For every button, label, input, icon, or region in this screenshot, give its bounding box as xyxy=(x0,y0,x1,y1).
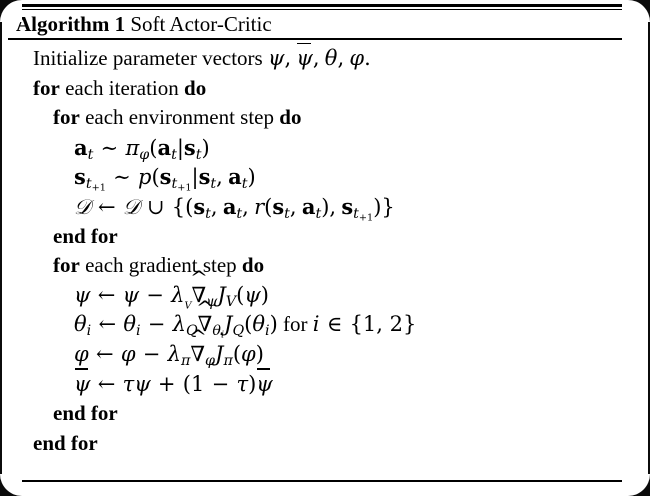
for-env-step-text: each environment step xyxy=(85,105,275,130)
line-update-phi: φ ← φ − λπ∇φJπ(φ) xyxy=(8,340,622,370)
keyword-for: for xyxy=(53,253,80,278)
algorithm-top-rule xyxy=(8,4,622,7)
for-i-in-label: for xyxy=(283,312,308,337)
line-replay-buffer: 𝒟 ← 𝒟 ∪ {(st, at, r(st, at), st+1)} xyxy=(74,193,395,224)
line-end-for-iteration: end for xyxy=(8,429,622,459)
keyword-for: for xyxy=(33,75,60,100)
algorithm-bottom-rule xyxy=(8,480,622,482)
algorithm-title-keyword: Algorithm 1 xyxy=(16,12,126,36)
keyword-end-for: end for xyxy=(33,430,98,455)
line-sample-action: at ∼ πφ(at|st) xyxy=(74,134,210,163)
line-update-psi: ψ ← ψ − λV∇ψJV(ψ) xyxy=(8,281,622,312)
line-update-theta: θi ← θi − λQ∇θiJQ(θi) for i ∈ {1, 2} xyxy=(8,310,622,341)
for-iteration-text: each iteration xyxy=(65,75,179,100)
symbol-theta: θ xyxy=(324,46,338,70)
keyword-do: do xyxy=(184,75,207,100)
keyword-end-for: end for xyxy=(53,401,118,426)
algorithm-top-rule-thin xyxy=(8,9,622,10)
line-end-for-gradient: end for xyxy=(8,399,622,429)
line-for-env-step: for each environment step do xyxy=(8,103,622,133)
symbol-phi: φ xyxy=(349,46,365,70)
algorithm-content: Algorithm 1 Soft Actor-Critic Initialize… xyxy=(8,0,622,496)
algorithm-header-rule xyxy=(8,38,622,40)
line-sample-state: st+1 ∼ p(st+1|st, at) xyxy=(74,164,256,195)
line-for-iteration: for each iteration do xyxy=(8,74,622,104)
keyword-end-for: end for xyxy=(53,223,118,248)
for-gradient-step-text: each gradient step xyxy=(85,253,237,278)
symbol-psi: ψ xyxy=(267,46,285,70)
initialize-text: Initialize parameter vectors xyxy=(33,46,263,70)
keyword-do: do xyxy=(279,105,302,130)
corner-mask-bottom-right xyxy=(628,474,650,496)
corner-mask-top-right xyxy=(628,0,650,22)
symbol-script-d: 𝒟 xyxy=(74,194,91,219)
algorithm-title: Algorithm 1 Soft Actor-Critic xyxy=(16,12,272,36)
symbol-psi-bar: ψ xyxy=(296,42,313,74)
keyword-do: do xyxy=(241,253,265,278)
line-initialize: Initialize parameter vectors ψ, ψ, θ, φ. xyxy=(8,42,622,74)
algorithm-lines: Initialize parameter vectors ψ, ψ, θ, φ.… xyxy=(8,42,622,459)
line-update-target: ψ ← τψ + (1 − τ)ψ xyxy=(8,368,622,400)
algorithm-title-text: Soft Actor-Critic xyxy=(130,12,272,36)
set-one-two: {1, 2} xyxy=(349,312,417,337)
container-left-edge xyxy=(0,0,2,496)
line-for-gradient-step: for each gradient step do xyxy=(8,251,622,281)
container-right-edge xyxy=(648,0,650,496)
line-end-for-env: end for xyxy=(8,222,622,252)
keyword-for: for xyxy=(53,105,80,130)
